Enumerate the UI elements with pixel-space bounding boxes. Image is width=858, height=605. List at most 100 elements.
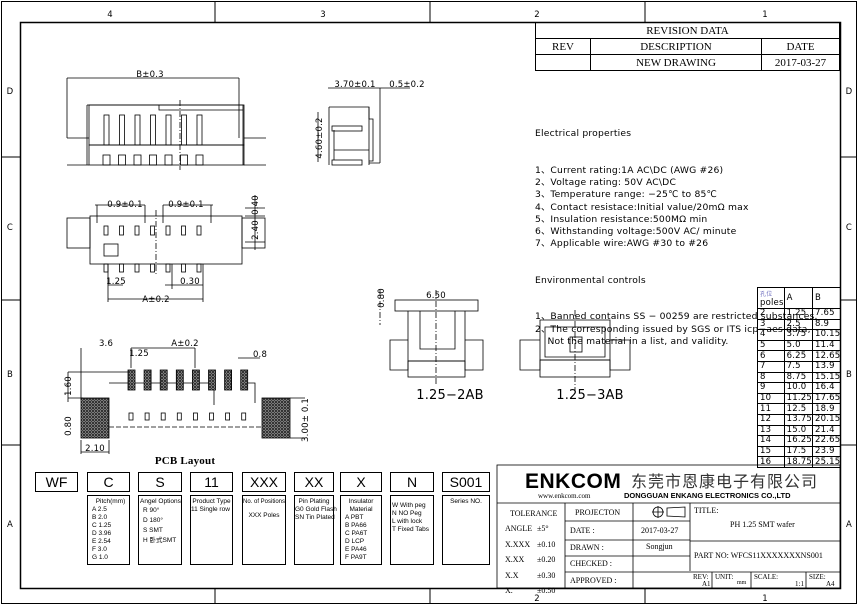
positions: No. of Positions XXX Poles — [242, 495, 286, 565]
pitch-option: A 2.5 — [92, 506, 107, 513]
electrical-property: 1、Current rating:1A AC\DC (AWG #26) — [535, 165, 724, 177]
company-name-en: DONGGUAN ENKANG ELECTRONICS CO.,LTD — [624, 491, 791, 500]
part-code-box: S — [138, 472, 182, 492]
pcb-pad — [191, 369, 200, 391]
tolerance-value: ±0.20 — [537, 555, 556, 564]
poles-cell: 16 — [757, 456, 785, 468]
part-code-box: N — [390, 472, 434, 492]
poles-cell: 15 — [757, 445, 785, 458]
dim-040: 0.40 — [251, 195, 261, 215]
company-name-cn: 东莞市恩康电子有限公司 — [631, 472, 819, 491]
part-number: PART NO: WFCS11XXXXXXXNS001 — [694, 551, 823, 560]
poles-cell: 8 — [757, 371, 785, 384]
dim-pcb-160: 1.60 — [64, 376, 74, 396]
insulator-title: Insulator Material — [348, 498, 374, 513]
dim-370: 3.70±0.1 — [334, 80, 375, 90]
pin — [165, 114, 172, 146]
projection-label: PROJECTON — [575, 508, 621, 517]
pin — [134, 225, 140, 236]
rev-value: A1 — [702, 580, 711, 588]
part-code-box: 11 — [190, 472, 233, 492]
pin-tail — [134, 263, 140, 273]
pin — [119, 225, 124, 236]
b-cell: 21.4 — [811, 424, 842, 437]
dim-pitch-left: 0.9±0.1 — [107, 200, 143, 210]
electrical-property: 3、Temperature range: −25℃ to 85℃ — [535, 189, 718, 201]
description-cell: NEW DRAWING — [590, 54, 762, 71]
part-code-box: X — [340, 472, 382, 492]
date-cell: 2017-03-27 — [761, 54, 840, 71]
poles-cell: 11 — [757, 403, 785, 415]
pcb-pad — [208, 369, 216, 391]
part-code-box: XXX — [242, 472, 286, 492]
properties-notes: Electrical properties 1、Current rating:1… — [535, 104, 818, 360]
pin-tail — [196, 263, 202, 273]
pcb-hole — [128, 412, 134, 421]
b-cell: 13.9 — [811, 360, 842, 373]
plating-title: Pin Plating — [298, 498, 330, 505]
positions-option: XXX Poles — [248, 512, 280, 519]
peg-option: L with lock — [392, 518, 423, 525]
pcb-pad — [159, 369, 168, 391]
positions-title: No. of Positions — [243, 499, 286, 505]
electrical-property: 4、Contact resistace:Initial value/20mΩ m… — [535, 201, 749, 213]
poles-cell: 12 — [757, 413, 785, 426]
tolerance-label: X. — [505, 586, 513, 595]
rev-cell — [535, 54, 591, 71]
poles-cell: 6 — [757, 350, 785, 362]
tolerance-row: X.XX±0.20 — [505, 552, 555, 568]
dim-pcb-08: 0.8 — [253, 350, 267, 360]
electrical-property: 5、Insulation resistance:500MΩ min — [535, 213, 708, 225]
pcb-hole — [144, 412, 150, 421]
pin-tail — [119, 263, 124, 273]
poles-cell: 14 — [757, 435, 785, 447]
poles-cell: 10 — [757, 392, 785, 405]
tolerance-value: ±5° — [537, 524, 549, 533]
tolerance-value: ±0.10 — [537, 539, 556, 549]
title-block-grid — [496, 464, 841, 589]
tolerance-label: ANGLE — [505, 524, 533, 533]
pcb-hole — [160, 412, 166, 421]
pin — [181, 114, 187, 146]
plating-option: G0 Gold Flash — [295, 506, 337, 513]
a-cell: 11.25 — [783, 392, 813, 405]
pcb-layout — [67, 347, 305, 454]
row-label: C — [846, 223, 852, 233]
dim-a: A±0.2 — [142, 295, 169, 305]
product-type-option: 11 Single row — [191, 506, 230, 513]
a-cell: 5.0 — [783, 339, 813, 352]
tolerance-value: ±0.50 — [537, 586, 556, 595]
part-code-box: C — [87, 472, 130, 492]
dim-030: 0.30 — [180, 277, 200, 287]
pin — [165, 225, 171, 236]
tolerance-row: ANGLE ±5° — [505, 521, 555, 537]
poles-header: poles — [760, 297, 784, 308]
pin-foot — [164, 154, 173, 166]
pcb-hole — [209, 412, 214, 421]
col-label: 1 — [762, 594, 768, 604]
pitch-option: G 1.0 — [92, 554, 108, 561]
dim-05: 0.5±0.2 — [389, 80, 425, 90]
table-row: NEW DRAWING 2017-03-27 — [535, 54, 840, 71]
unit-value: mm — [737, 580, 747, 586]
revision-title: REVISION DATA — [535, 22, 840, 39]
angle-option: R 90° — [143, 507, 160, 514]
a-cell: 3.75 — [783, 329, 813, 341]
a-cell: 6.25 — [783, 350, 813, 362]
pcb-hole — [192, 412, 198, 421]
rev-header: REV — [535, 38, 591, 55]
date-header: DATE — [761, 38, 840, 55]
environmental-control: Not the material in a list, and validity… — [535, 335, 729, 347]
side-view — [317, 87, 410, 166]
pcb-hole — [225, 412, 231, 421]
